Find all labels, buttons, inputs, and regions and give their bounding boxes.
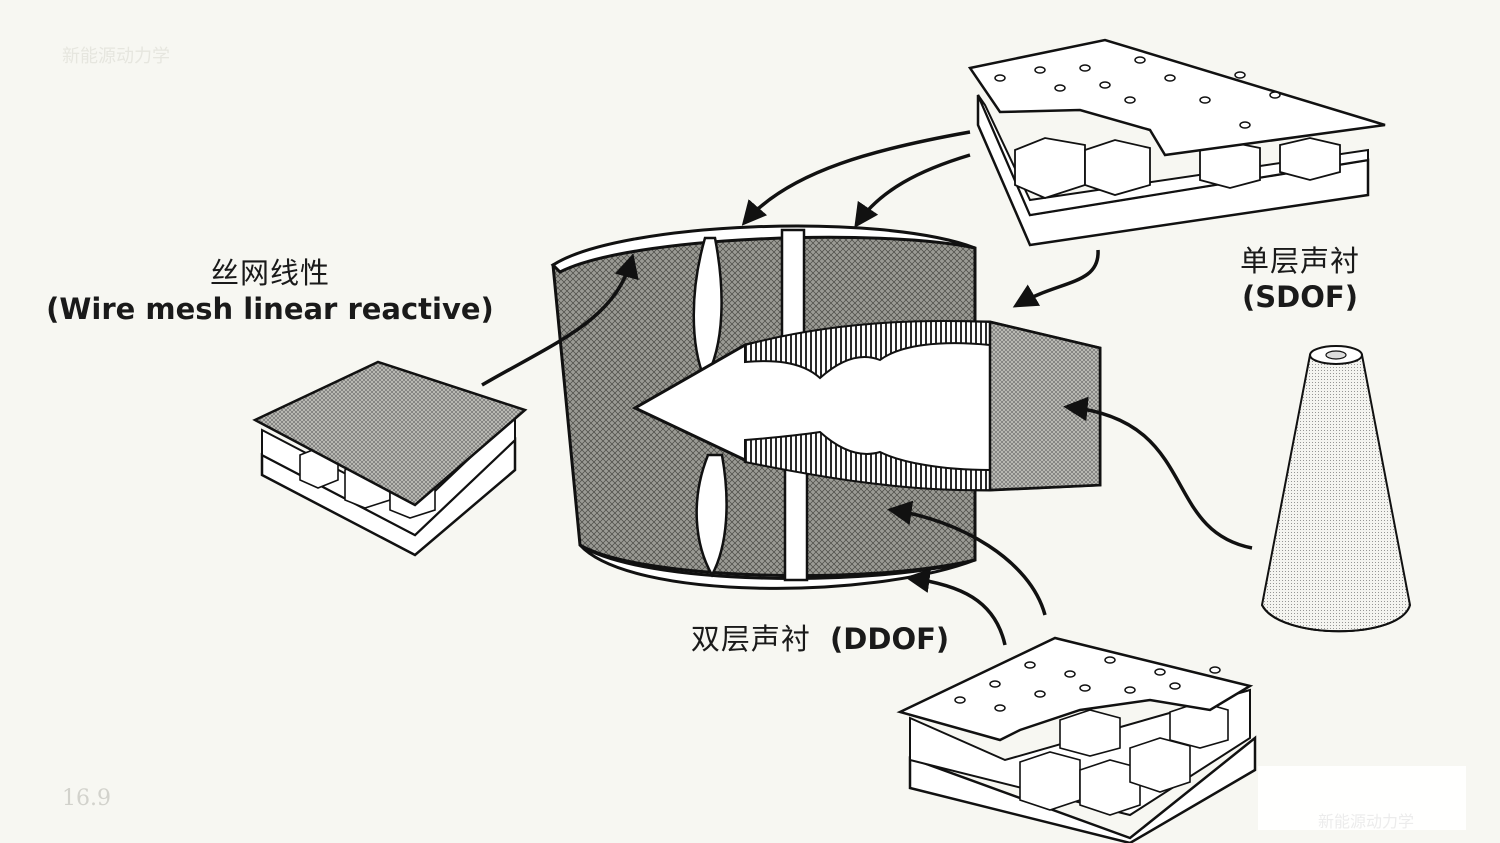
arrow-cone-to-inner [1063,396,1253,550]
arrow-sdof-to-top-left [741,130,971,226]
ddof-label-zh: 双层声衬 [690,622,811,656]
watermark-bottom-right: 新能源动力学 [1318,812,1415,831]
wire-mesh-label-en: (Wire mesh linear reactive) [46,292,494,326]
exhaust-cone [1260,345,1412,633]
ddof-liner-panel [896,636,1257,843]
arrows [481,130,1253,646]
watermark-box [1258,766,1466,830]
ddof-label: 双层声衬 (DDOF) [640,616,1000,658]
arrow-ddof-to-bottom-rim [905,568,1007,646]
wire-mesh-label-zh: 丝网线性 [209,256,330,290]
arrow-sdof-to-inner [1012,249,1100,308]
sdof-label-zh: 单层声衬 [1239,244,1360,278]
watermark-top-left: 新能源动力学 [62,46,170,67]
ddof-label-en: (DDOF) [830,622,950,656]
engine-nacelle [550,224,1102,590]
sdof-liner-panel [967,38,1386,247]
arrow-ddof-to-lower-slot [887,500,1047,616]
watermark-bottom-left: 16.9 [62,786,111,811]
arrow-wiremesh-to-nacelle [481,253,639,387]
arrow-sdof-to-top-right [854,153,971,229]
wire-mesh-label: 丝网线性 (Wire mesh linear reactive) [40,250,500,326]
sdof-label: 单层声衬 (SDOF) [1205,238,1395,314]
wire-mesh-liner-panel [252,360,528,557]
sdof-label-en: (SDOF) [1242,280,1358,314]
